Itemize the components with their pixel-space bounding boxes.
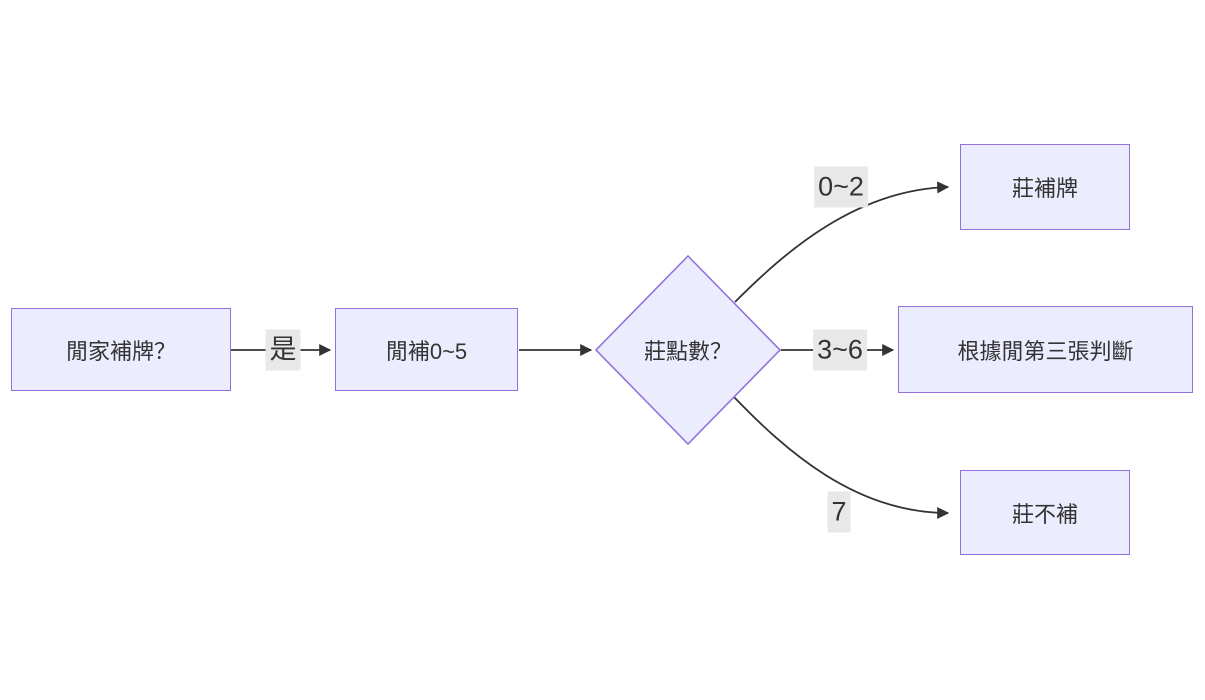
edge-label-0-2: 0~2 [814,166,868,208]
node-banker-stands-label: 莊不補 [1011,501,1078,527]
decision-diamond-shape [594,254,782,446]
node-player-draws-0-5-label: 閒補0~5 [385,338,468,364]
node-player-draws-0-5: 閒補0~5 [335,308,518,391]
node-judge-by-player-third-card: 根據閒第三張判斷 [898,306,1193,393]
node-banker-draws-label: 莊補牌 [1011,176,1078,201]
node-player-draw-question: 閒家補牌？ [11,308,231,391]
node-banker-draws: 莊補牌 [960,144,1130,230]
edge-label-7: 7 [827,491,851,533]
edge-7-line [733,396,950,519]
edge-label-yes: 是 [265,329,301,371]
edge-label-3-6: 3~6 [813,329,867,371]
node-judge-by-player-third-card-label: 根據閒第三張判斷 [957,338,1134,364]
node-player-draw-question-label: 閒家補牌？ [65,338,176,364]
node-banker-stands: 莊不補 [960,470,1130,555]
edge-0-2-line [734,181,950,303]
